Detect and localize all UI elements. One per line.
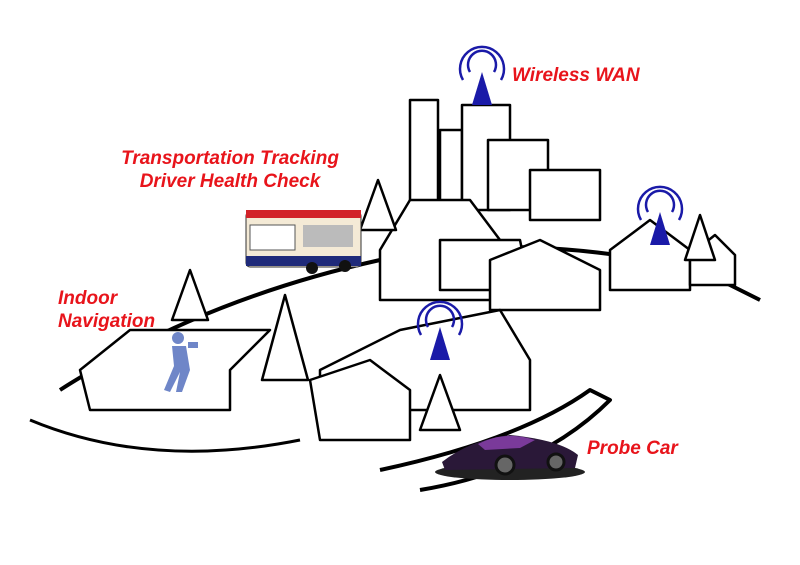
transportation-tracking-line: Transportation Tracking: [121, 148, 339, 169]
person-icon: [164, 332, 198, 392]
navigation-line: Navigation: [58, 311, 156, 332]
probe-car-label: Probe Car: [587, 438, 678, 459]
antenna-icon: [430, 72, 670, 360]
building-icon: [408, 98, 602, 222]
tree-icon: [170, 178, 717, 432]
indoor-navigation-label: Indoor Navigation: [58, 287, 155, 333]
bus-icon: [245, 210, 362, 274]
car-icon: [435, 435, 585, 480]
road: [29, 418, 301, 453]
transportation-tracking-label: Transportation Tracking Driver Health Ch…: [105, 147, 355, 193]
wireless-wan-label: Wireless WAN: [512, 65, 640, 86]
indoor-line: Indoor: [58, 288, 118, 309]
house-icon: [78, 198, 737, 442]
driver-health-check-line: Driver Health Check: [139, 171, 321, 192]
